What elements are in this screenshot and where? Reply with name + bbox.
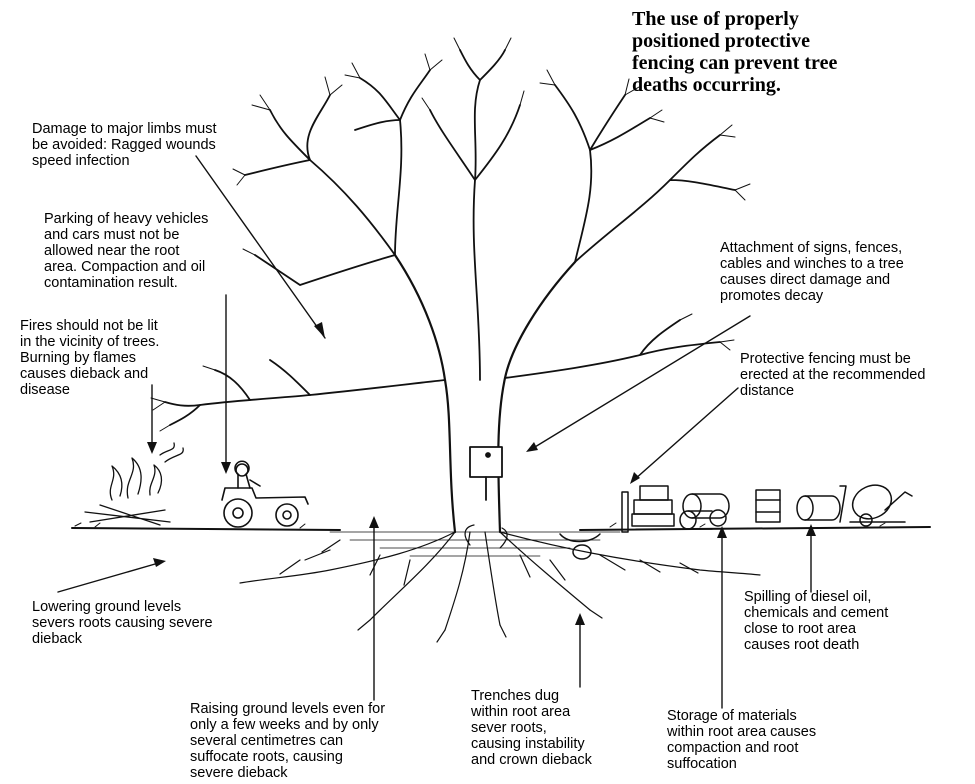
- note-line: Parking of heavy vehicles: [44, 211, 208, 227]
- note-line: suffocation: [667, 756, 816, 772]
- tree-sign: [470, 447, 502, 500]
- note-line: distance: [740, 383, 925, 399]
- arrow-signs: [530, 316, 750, 450]
- note-line: Damage to major limbs must: [32, 121, 217, 137]
- note-line: speed infection: [32, 153, 217, 169]
- note-fires: Fires should not be lit in the vicinity …: [20, 318, 159, 398]
- headline-line-2: positioned protective: [632, 30, 962, 52]
- note-limbs: Damage to major limbs must be avoided: R…: [32, 121, 217, 169]
- tree-twigs: [151, 38, 750, 431]
- note-line: Storage of materials: [667, 708, 816, 724]
- note-lowering: Lowering ground levels severs roots caus…: [32, 599, 213, 647]
- cement-mixer: [840, 479, 912, 526]
- note-line: cables and winches to a tree: [720, 256, 904, 272]
- note-line: several centimetres can: [190, 733, 385, 749]
- note-line: within root area causes: [667, 724, 816, 740]
- bonfire: [85, 443, 183, 525]
- tree-branches: [165, 50, 735, 425]
- root-system: [240, 525, 760, 642]
- note-line: be avoided: Ragged wounds: [32, 137, 217, 153]
- stored-materials: [622, 486, 729, 532]
- note-line: disease: [20, 382, 159, 398]
- tractor: [222, 461, 308, 527]
- note-line: dieback: [32, 631, 213, 647]
- note-raising: Raising ground levels even for only a fe…: [190, 701, 385, 781]
- note-parking: Parking of heavy vehicles and cars must …: [44, 211, 208, 291]
- note-line: and cars must not be: [44, 227, 208, 243]
- note-line: within root area: [471, 704, 592, 720]
- note-line: Fires should not be lit: [20, 318, 159, 334]
- note-line: close to root area: [744, 621, 888, 637]
- note-line: contamination result.: [44, 275, 208, 291]
- note-line: compaction and root: [667, 740, 816, 756]
- tree-trunk: [395, 255, 575, 532]
- note-line: erected at the recommended: [740, 367, 925, 383]
- note-line: sever roots,: [471, 720, 592, 736]
- oil-drums: [756, 490, 840, 522]
- note-line: suffocate roots, causing: [190, 749, 385, 765]
- headline-line-4: deaths occurring.: [632, 74, 962, 96]
- note-line: promotes decay: [720, 288, 904, 304]
- note-line: causing instability: [471, 736, 592, 752]
- note-line: severs roots causing severe: [32, 615, 213, 631]
- headline: The use of properly positioned protectiv…: [632, 8, 962, 96]
- note-spilling: Spilling of diesel oil, chemicals and ce…: [744, 589, 888, 653]
- note-fencing: Protective fencing must be erected at th…: [740, 351, 925, 399]
- note-line: allowed near the root: [44, 243, 208, 259]
- note-line: causes dieback and: [20, 366, 159, 382]
- trench-pipe: [560, 534, 600, 559]
- note-line: in the vicinity of trees.: [20, 334, 159, 350]
- note-signs: Attachment of signs, fences, cables and …: [720, 240, 904, 304]
- arrow-limbs: [196, 156, 325, 338]
- note-line: Trenches dug: [471, 688, 592, 704]
- note-line: causes root death: [744, 637, 888, 653]
- note-line: severe dieback: [190, 765, 385, 781]
- note-line: Burning by flames: [20, 350, 159, 366]
- note-line: chemicals and cement: [744, 605, 888, 621]
- note-line: causes direct damage and: [720, 272, 904, 288]
- arrow-fencing: [634, 388, 738, 480]
- note-line: Attachment of signs, fences,: [720, 240, 904, 256]
- headline-line-3: fencing can prevent tree: [632, 52, 962, 74]
- note-line: only a few weeks and by only: [190, 717, 385, 733]
- note-line: Spilling of diesel oil,: [744, 589, 888, 605]
- note-line: area. Compaction and oil: [44, 259, 208, 275]
- note-line: Lowering ground levels: [32, 599, 213, 615]
- headline-line-1: The use of properly: [632, 8, 962, 30]
- note-storage: Storage of materials within root area ca…: [667, 708, 816, 772]
- note-line: and crown dieback: [471, 752, 592, 768]
- note-line: Raising ground levels even for: [190, 701, 385, 717]
- arrow-lowering: [58, 562, 162, 592]
- note-line: Protective fencing must be: [740, 351, 925, 367]
- note-trenches: Trenches dug within root area sever root…: [471, 688, 592, 768]
